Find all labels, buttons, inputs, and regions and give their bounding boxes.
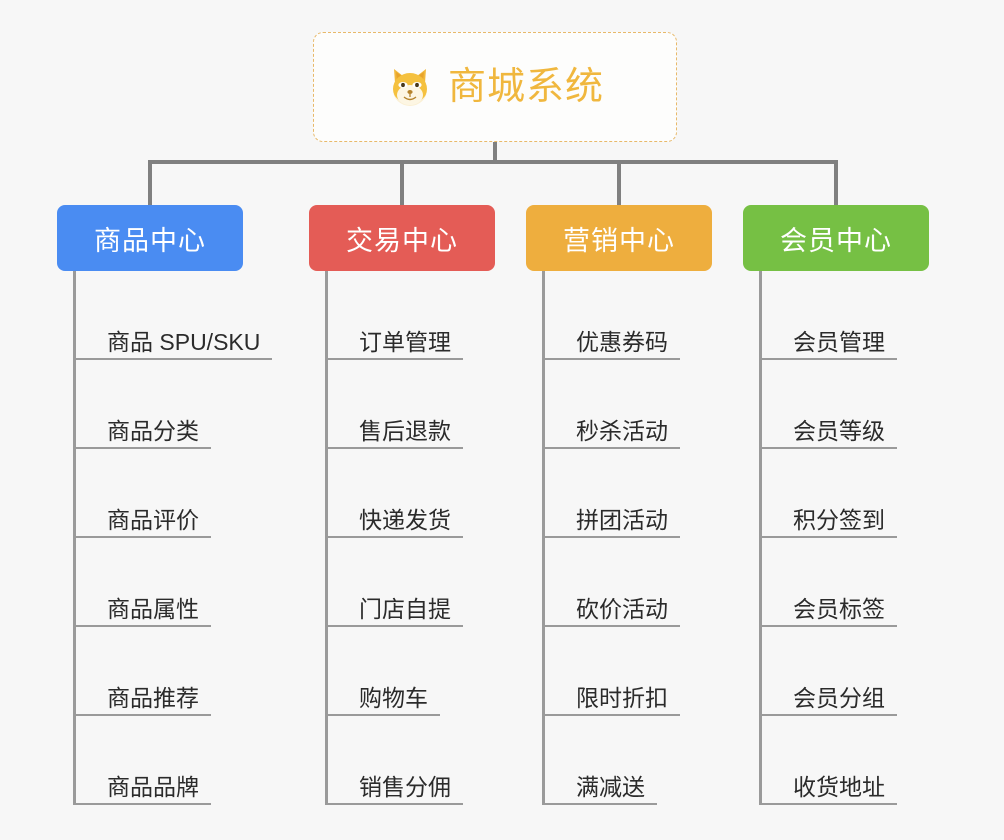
list-item[interactable]: 拼团活动 <box>545 449 765 538</box>
list-item-label: 商品 SPU/SKU <box>107 328 261 355</box>
list-item[interactable]: 会员等级 <box>762 360 982 449</box>
list-item-label: 秒杀活动 <box>576 417 668 444</box>
list-item-rule <box>328 358 463 360</box>
list-item-label: 会员标签 <box>793 595 885 622</box>
branch-items-2: 订单管理 售后退款 快递发货 门店自提 购物车 销售分佣 <box>325 271 548 805</box>
branch-column-3: 营销中心 优惠券码 秒杀活动 拼团活动 砍价活动 限时折扣 <box>526 205 765 805</box>
branch-header-1[interactable]: 商品中心 <box>57 205 243 271</box>
branch-column-4: 会员中心 会员管理 会员等级 积分签到 会员标签 会员分组 <box>743 205 982 805</box>
list-item-label: 限时折扣 <box>576 684 668 711</box>
branch-items-1: 商品 SPU/SKU 商品分类 商品评价 商品属性 商品推荐 商品品牌 <box>73 271 296 805</box>
list-item-rule <box>762 447 897 449</box>
list-item-rule <box>76 447 211 449</box>
list-item[interactable]: 商品分类 <box>76 360 296 449</box>
list-item-rule <box>762 536 897 538</box>
root-title: 商城系统 <box>447 66 604 108</box>
list-item-rule <box>762 625 897 627</box>
list-item[interactable]: 订单管理 <box>328 271 548 360</box>
list-item[interactable]: 购物车 <box>328 627 548 716</box>
list-item-rule <box>328 714 440 716</box>
list-item[interactable]: 限时折扣 <box>545 627 765 716</box>
list-item-label: 会员分组 <box>793 684 885 711</box>
list-item-label: 快递发货 <box>359 506 451 533</box>
list-item-label: 会员等级 <box>793 417 885 444</box>
list-item[interactable]: 销售分佣 <box>328 716 548 805</box>
list-item-label: 拼团活动 <box>576 506 668 533</box>
connector-root-stem <box>493 142 497 163</box>
list-item-rule <box>545 625 680 627</box>
list-item[interactable]: 商品 SPU/SKU <box>76 271 296 360</box>
list-item[interactable]: 优惠券码 <box>545 271 765 360</box>
list-item-label: 砍价活动 <box>576 595 668 622</box>
list-item[interactable]: 门店自提 <box>328 538 548 627</box>
list-item[interactable]: 商品推荐 <box>76 627 296 716</box>
list-item-rule <box>545 447 680 449</box>
list-item-rule <box>76 358 272 360</box>
list-item-label: 商品推荐 <box>107 684 199 711</box>
list-item-rule <box>76 714 211 716</box>
branch-header-2[interactable]: 交易中心 <box>309 205 495 271</box>
list-item[interactable]: 秒杀活动 <box>545 360 765 449</box>
list-item-rule <box>545 536 680 538</box>
connector-drop-3 <box>617 160 621 206</box>
list-item-rule <box>76 625 211 627</box>
list-item-rule <box>328 447 463 449</box>
list-item[interactable]: 会员管理 <box>762 271 982 360</box>
list-item-rule <box>76 536 211 538</box>
list-item[interactable]: 快递发货 <box>328 449 548 538</box>
branch-header-3[interactable]: 营销中心 <box>526 205 712 271</box>
list-item-rule <box>328 803 463 805</box>
list-item-label: 商品分类 <box>107 417 199 444</box>
branch-items-3: 优惠券码 秒杀活动 拼团活动 砍价活动 限时折扣 满减送 <box>542 271 765 805</box>
list-item[interactable]: 会员标签 <box>762 538 982 627</box>
list-item-rule <box>762 714 897 716</box>
connector-drop-2 <box>400 160 404 206</box>
list-item-label: 优惠券码 <box>576 328 668 355</box>
list-item-rule <box>762 358 897 360</box>
list-item-label: 积分签到 <box>793 506 885 533</box>
list-item-rule <box>545 803 657 805</box>
root-node[interactable]: 商城系统 <box>313 32 677 142</box>
list-item-label: 满减送 <box>576 773 645 800</box>
branch-column-1: 商品中心 商品 SPU/SKU 商品分类 商品评价 商品属性 商品推荐 <box>57 205 296 805</box>
list-item-label: 订单管理 <box>359 328 451 355</box>
list-item-rule <box>545 358 680 360</box>
connector-horizontal-bus <box>150 160 838 164</box>
list-item-label: 会员管理 <box>793 328 885 355</box>
list-item[interactable]: 商品品牌 <box>76 716 296 805</box>
list-item[interactable]: 商品属性 <box>76 538 296 627</box>
list-item[interactable]: 售后退款 <box>328 360 548 449</box>
list-item[interactable]: 商品评价 <box>76 449 296 538</box>
list-item-label: 售后退款 <box>359 417 451 444</box>
branch-header-4[interactable]: 会员中心 <box>743 205 929 271</box>
list-item[interactable]: 会员分组 <box>762 627 982 716</box>
list-item[interactable]: 收货地址 <box>762 716 982 805</box>
connector-drop-1 <box>148 160 152 206</box>
list-item[interactable]: 积分签到 <box>762 449 982 538</box>
list-item-rule <box>328 625 463 627</box>
list-item-label: 收货地址 <box>793 773 885 800</box>
list-item-label: 门店自提 <box>359 595 451 622</box>
list-item-rule <box>545 714 680 716</box>
list-item-label: 商品评价 <box>107 506 199 533</box>
dog-face-icon <box>386 63 434 111</box>
branch-column-2: 交易中心 订单管理 售后退款 快递发货 门店自提 购物车 <box>309 205 548 805</box>
branch-items-4: 会员管理 会员等级 积分签到 会员标签 会员分组 收货地址 <box>759 271 982 805</box>
list-item-rule <box>76 803 211 805</box>
list-item-rule <box>762 803 897 805</box>
list-item-label: 购物车 <box>359 684 428 711</box>
connector-drop-4 <box>834 160 838 206</box>
list-item[interactable]: 满减送 <box>545 716 765 805</box>
list-item-rule <box>328 536 463 538</box>
list-item-label: 销售分佣 <box>359 773 451 800</box>
list-item[interactable]: 砍价活动 <box>545 538 765 627</box>
list-item-label: 商品品牌 <box>107 773 199 800</box>
list-item-label: 商品属性 <box>107 595 199 622</box>
